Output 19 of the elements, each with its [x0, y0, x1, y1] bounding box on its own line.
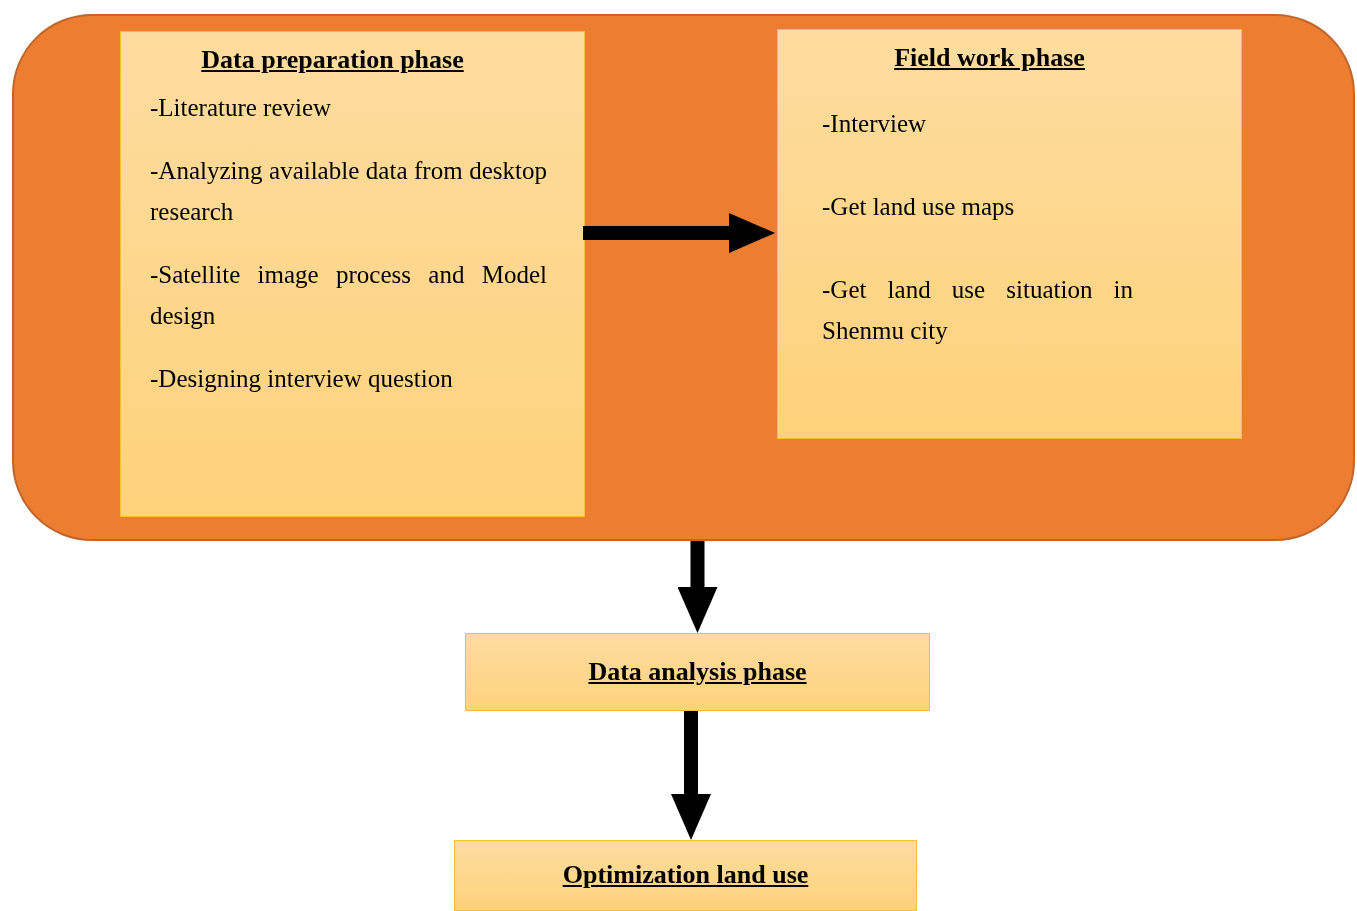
- flow-arrow: [583, 213, 775, 253]
- task-item: -Interview: [822, 108, 928, 139]
- phase-group-band: [12, 14, 1355, 541]
- phase-title: Optimization land use: [562, 859, 809, 892]
- task-item: -Designing interview question: [150, 363, 454, 394]
- phase-title: Field work phase: [894, 42, 1085, 74]
- task-item: -Satellite image process and Model design: [150, 259, 547, 331]
- task-item: -Analyzing available data from desktop research: [150, 155, 547, 227]
- phase-box: [454, 840, 917, 911]
- phase-box: [465, 633, 930, 711]
- phase-box: [120, 31, 585, 517]
- phase-title: Data analysis phase: [588, 655, 807, 688]
- flow-arrow: [671, 711, 711, 840]
- task-item: -Literature review: [150, 92, 333, 123]
- task-item: -Get land use maps: [822, 191, 1016, 222]
- phase-title: Data preparation phase: [201, 44, 464, 76]
- task-item: -Get land use situation in Shenmu city: [822, 274, 1133, 346]
- phase-box: [777, 29, 1242, 439]
- flow-arrow: [677, 541, 718, 633]
